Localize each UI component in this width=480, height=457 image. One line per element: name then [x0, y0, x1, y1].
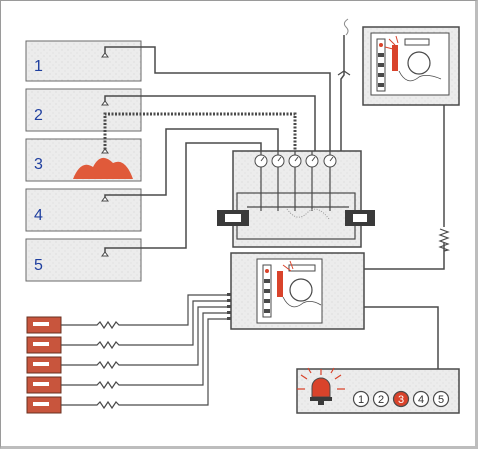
sampling-pipe-4	[104, 128, 279, 201]
room-5-label: 5	[34, 257, 43, 274]
zone-indicator-1: 1	[352, 390, 370, 408]
exhaust-pipe	[340, 35, 345, 151]
monitor-link-line	[364, 243, 445, 270]
svg-text:2: 2	[378, 394, 384, 406]
room-5: 5	[25, 142, 262, 282]
alarm-panel: 1 2 3 4 5	[296, 367, 460, 414]
sampling-nozzle-3	[101, 148, 109, 154]
flow-meter-4	[305, 154, 319, 168]
fire-icon	[73, 157, 133, 179]
call-point-2	[26, 300, 227, 354]
sampling-pipe-3-smoke	[103, 112, 297, 153]
zone-indicator-3: 3	[392, 390, 410, 408]
aspirating-detector-unit	[217, 150, 375, 248]
room-3-label: 3	[34, 156, 43, 173]
zone-indicator-2: 2	[372, 390, 390, 408]
manual-call-points	[26, 294, 227, 414]
dial-icon	[289, 278, 313, 302]
display	[288, 264, 316, 272]
sampling-nozzle-2	[101, 100, 109, 106]
zone-indicator-5: 5	[432, 390, 450, 408]
sampling-nozzle-4	[101, 196, 109, 202]
alarm-bell-icon	[297, 367, 345, 405]
sampling-nozzle-5	[101, 251, 109, 257]
zone-indicator-4: 4	[412, 390, 430, 408]
svg-text:4: 4	[418, 394, 424, 406]
room-3: 3	[25, 112, 297, 182]
diagram-frame: 1 2 3 4 5	[0, 0, 478, 449]
sampling-pipe-5	[104, 142, 262, 256]
sampling-nozzle-1	[101, 52, 109, 58]
room-2-label: 2	[34, 107, 43, 124]
flow-meter-5	[323, 154, 337, 168]
room-1-label: 1	[34, 58, 43, 75]
sampling-pipe-1	[104, 46, 331, 151]
room-2: 2	[25, 88, 316, 151]
call-point-1	[26, 294, 227, 334]
exhaust-outlet	[337, 70, 351, 76]
alarm-indicator	[277, 271, 283, 297]
svg-text:3: 3	[398, 394, 404, 406]
call-point-5	[26, 318, 227, 414]
surge-protector	[438, 228, 451, 252]
exhaust-smoke	[343, 18, 349, 36]
flow-meter-2	[271, 154, 285, 168]
remote-monitor-panel	[362, 26, 460, 106]
flow-meter-1	[254, 154, 268, 168]
svg-text:5: 5	[438, 394, 444, 406]
sounder-link-line	[364, 306, 439, 369]
control-panel	[227, 252, 365, 330]
call-point-4	[26, 312, 227, 394]
call-point-3	[26, 306, 227, 374]
svg-text:1: 1	[358, 394, 364, 406]
smoke-sample	[286, 208, 330, 220]
room-4-label: 4	[34, 207, 43, 224]
flow-meter-3	[288, 154, 302, 168]
room-1: 1	[25, 40, 331, 151]
remote-dial-icon	[407, 51, 431, 75]
room-4: 4	[25, 128, 279, 232]
